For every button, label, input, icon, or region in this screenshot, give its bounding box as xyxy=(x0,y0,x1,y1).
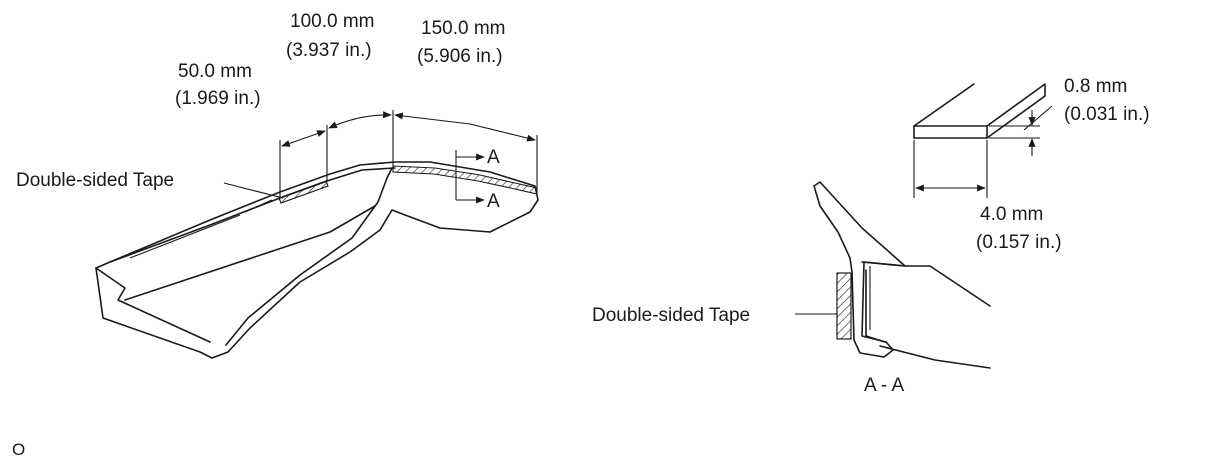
dim-100-in-label: (3.937 in.) xyxy=(286,40,372,61)
molding-outline xyxy=(95,161,539,359)
section-caption: A - A xyxy=(864,375,904,396)
dim-100-mm-label: 100.0 mm xyxy=(290,11,374,32)
section-a-a-drawing xyxy=(795,181,991,369)
tape-left-label: Double-sided Tape xyxy=(16,170,174,191)
molding-inner-floor xyxy=(124,205,376,301)
section-molding-profile xyxy=(813,181,906,358)
molding-lip xyxy=(225,167,393,346)
tape-detail-body xyxy=(913,125,988,139)
thickness-in-label: (0.031 in.) xyxy=(1064,104,1150,125)
section-letter-bottom: A xyxy=(487,191,500,212)
figure-code: O xyxy=(12,440,25,459)
dim-line-100 xyxy=(328,111,392,129)
molding-inner-channel xyxy=(95,267,211,343)
section-letter-top: A xyxy=(487,147,500,168)
dim-150-mm-label: 150.0 mm xyxy=(421,18,505,39)
tape-strip-right xyxy=(392,165,538,195)
section-body-panel xyxy=(861,261,991,369)
width-mm-label: 4.0 mm xyxy=(980,204,1043,225)
tape-left-leader xyxy=(223,182,284,199)
dim-50-mm-label: 50.0 mm xyxy=(178,61,252,82)
width-in-label: (0.157 in.) xyxy=(976,232,1062,253)
thickness-leader xyxy=(1023,105,1053,131)
molding-part-drawing xyxy=(95,110,539,359)
tape-detail-top-face xyxy=(913,83,1046,139)
tape-strip-left xyxy=(278,180,329,204)
tape-right-label: Double-sided Tape xyxy=(592,305,750,326)
dim-line-150 xyxy=(394,112,536,142)
section-tape xyxy=(836,272,852,340)
thickness-mm-label: 0.8 mm xyxy=(1064,76,1127,97)
tape-cross-section-detail xyxy=(913,83,1053,198)
dim-line-50 xyxy=(281,130,326,147)
dim-50-in-label: (1.969 in.) xyxy=(175,88,261,109)
molding-ridge xyxy=(129,199,273,259)
dim-150-in-label: (5.906 in.) xyxy=(417,46,503,67)
